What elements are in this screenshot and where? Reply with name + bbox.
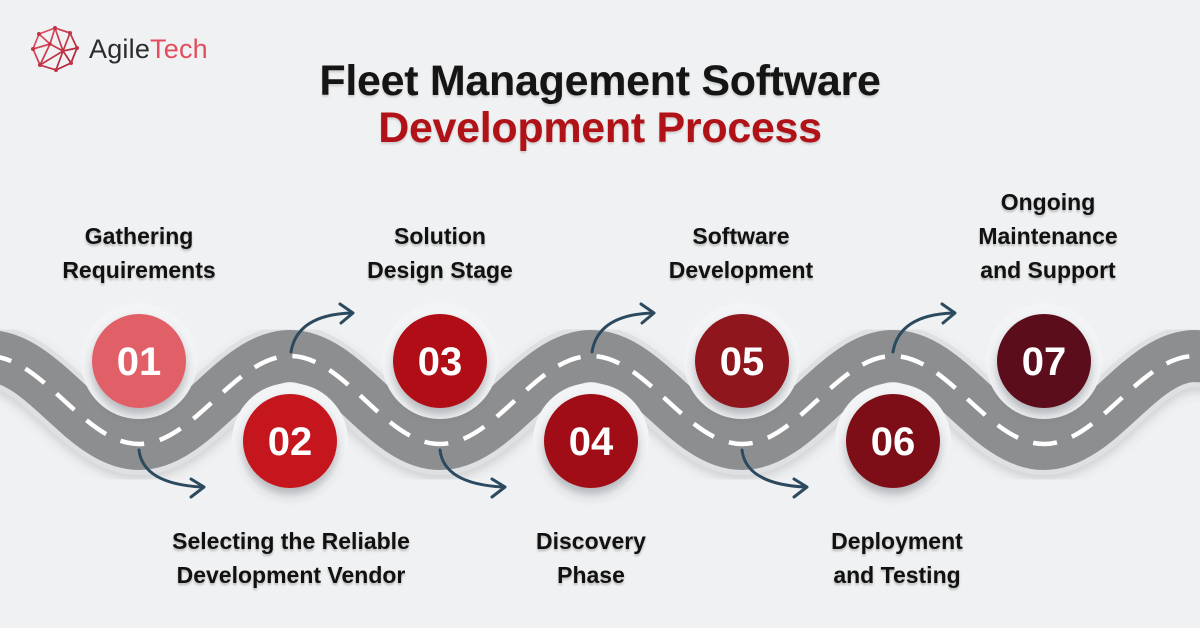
step-7-label: Ongoing Maintenance and Support bbox=[978, 189, 1118, 283]
step-3-circle bbox=[393, 314, 487, 408]
step-1-circle bbox=[92, 314, 186, 408]
step-5-number: 05 bbox=[720, 340, 765, 384]
arrow-to-step-6-icon bbox=[740, 448, 809, 499]
step-2-number: 02 bbox=[268, 420, 313, 464]
milestone-circles: 01 02 03 04 05 06 07 bbox=[92, 314, 1091, 488]
step-3-number: 03 bbox=[418, 340, 463, 384]
step-2-label: Selecting the Reliable Development Vendo… bbox=[172, 528, 410, 588]
step-3-label: Solution Design Stage bbox=[367, 223, 513, 283]
step-1-number: 01 bbox=[117, 340, 162, 384]
step-6-circle bbox=[846, 394, 940, 488]
road-center-dashes bbox=[0, 353, 1200, 447]
brand-name-dark: Agile bbox=[89, 33, 151, 64]
winding-road bbox=[0, 324, 1200, 476]
arrow-to-step-4-icon bbox=[438, 448, 507, 499]
step-7-circle bbox=[997, 314, 1091, 408]
brand-name: AgileTech bbox=[89, 34, 208, 65]
polygon-sphere-icon bbox=[31, 26, 79, 72]
arrow-to-step-7-icon bbox=[891, 302, 957, 354]
page-title: Fleet Management Software Development Pr… bbox=[0, 58, 1200, 152]
step-6-number: 06 bbox=[871, 420, 916, 464]
title-line-1: Fleet Management Software bbox=[319, 57, 881, 105]
step-5-circle bbox=[695, 314, 789, 408]
title-line-2: Development Process bbox=[378, 104, 822, 152]
step-6-label: Deployment and Testing bbox=[831, 528, 963, 588]
step-1-label: Gathering Requirements bbox=[62, 223, 216, 283]
flow-arrows bbox=[137, 302, 957, 499]
step-4-number: 04 bbox=[569, 420, 614, 464]
step-2-circle bbox=[243, 394, 337, 488]
arrow-to-step-2-icon bbox=[137, 448, 206, 499]
step-7-number: 07 bbox=[1022, 340, 1067, 384]
brand-logo: AgileTech bbox=[30, 24, 208, 74]
arrow-to-step-5-icon bbox=[590, 302, 656, 354]
step-4-label: Discovery Phase bbox=[536, 528, 646, 588]
step-4-circle bbox=[544, 394, 638, 488]
step-5-label: Software Development bbox=[668, 223, 814, 283]
brand-name-accent: Tech bbox=[150, 33, 208, 64]
arrow-to-step-3-icon bbox=[289, 302, 355, 354]
